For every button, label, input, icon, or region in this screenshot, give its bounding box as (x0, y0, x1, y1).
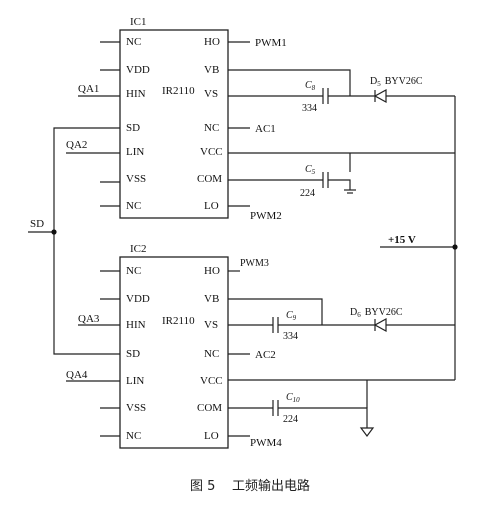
ic2-pin-vcc: VCC (200, 375, 223, 387)
qa4-label: QA4 (66, 369, 88, 381)
sd-junction-dot (51, 229, 57, 235)
ic2-pin-vs: VS (204, 319, 218, 331)
ic2-box (119, 256, 229, 449)
c10-value: 224 (283, 414, 298, 425)
ic2-part: IR2110 (162, 315, 195, 327)
supply-label: +15 V (388, 234, 416, 246)
vb1-wire (228, 69, 351, 96)
c9-capacitor (272, 317, 279, 333)
vb2-wire (228, 298, 323, 325)
d6-diode (373, 317, 387, 333)
ic1-name: IC1 (130, 16, 147, 28)
ic2-name: IC2 (130, 243, 147, 255)
ic1-pin-vs: VS (204, 88, 218, 100)
c8-value: 334 (302, 103, 317, 114)
c5-capacitor (322, 172, 329, 188)
ic2-pin-ho: HO (204, 265, 220, 277)
ic2-pin-nc: NC (204, 348, 219, 360)
ic1-pin-vss: VSS (126, 173, 146, 185)
ground-symbol-2 (359, 427, 375, 437)
d5-diode (373, 88, 387, 104)
ic1-pin-com: COM (197, 173, 222, 185)
qa3-label: QA3 (78, 313, 100, 325)
sd-bus-wire (53, 127, 120, 355)
c5-value: 224 (300, 188, 315, 199)
ic2-pin-sd: SD (126, 348, 140, 360)
ground-symbol-1 (344, 189, 356, 194)
ic1-pin-nc-top: NC (126, 36, 141, 48)
c8-name: C8 (305, 80, 316, 92)
ic1-pin-vcc: VCC (200, 146, 223, 158)
c10-name: C10 (286, 392, 300, 404)
ic1-pin-vdd: VDD (126, 64, 150, 76)
ic2-pin-hin: HIN (126, 319, 146, 331)
ic2-pin-lin: LIN (126, 375, 144, 387)
ic1-left-stubs (100, 41, 120, 207)
ic2-pin-nc-bottom: NC (126, 430, 141, 442)
pwm1-label: PWM1 (255, 37, 287, 49)
ic2-left-stubs (100, 270, 120, 437)
ic1-pin-lo: LO (204, 200, 219, 212)
ic1-pin-hin: HIN (126, 88, 146, 100)
ic2-pin-vdd: VDD (126, 293, 150, 305)
pwm3-label: PWM3 (240, 258, 269, 269)
ic1-box (119, 29, 229, 219)
qa1-label: QA1 (78, 83, 99, 95)
sd-label: SD (30, 218, 44, 230)
qa2-label: QA2 (66, 139, 87, 151)
ic1-pin-lin: LIN (126, 146, 144, 158)
ic2-pin-lo: LO (204, 430, 219, 442)
ic1-pin-vb: VB (204, 64, 219, 76)
ic2-pin-com: COM (197, 402, 222, 414)
ic2-pin-nc-top: NC (126, 265, 141, 277)
ic1-pin-ho: HO (204, 36, 220, 48)
ic1-pin-sd: SD (126, 122, 140, 134)
supply-junction-dot (452, 244, 458, 250)
c9-name: C9 (286, 310, 297, 322)
c8-capacitor (322, 88, 329, 104)
ic1-part: IR2110 (162, 85, 195, 97)
c10-capacitor (272, 400, 279, 416)
pwm4-label: PWM4 (250, 437, 282, 449)
c5-ground-wire (328, 179, 351, 190)
c9-value: 334 (283, 331, 298, 342)
ic2-pin-vss: VSS (126, 402, 146, 414)
ac2-label: AC2 (255, 349, 276, 361)
ac1-label: AC1 (255, 123, 276, 135)
ic2-pin-vb: VB (204, 293, 219, 305)
pwm2-label: PWM2 (250, 210, 282, 222)
ic1-pin-nc: NC (204, 122, 219, 134)
figure-caption: 图 5 工频输出电路 (190, 478, 310, 494)
ic1-pin-nc-bottom: NC (126, 200, 141, 212)
c5-name: C5 (305, 164, 316, 176)
